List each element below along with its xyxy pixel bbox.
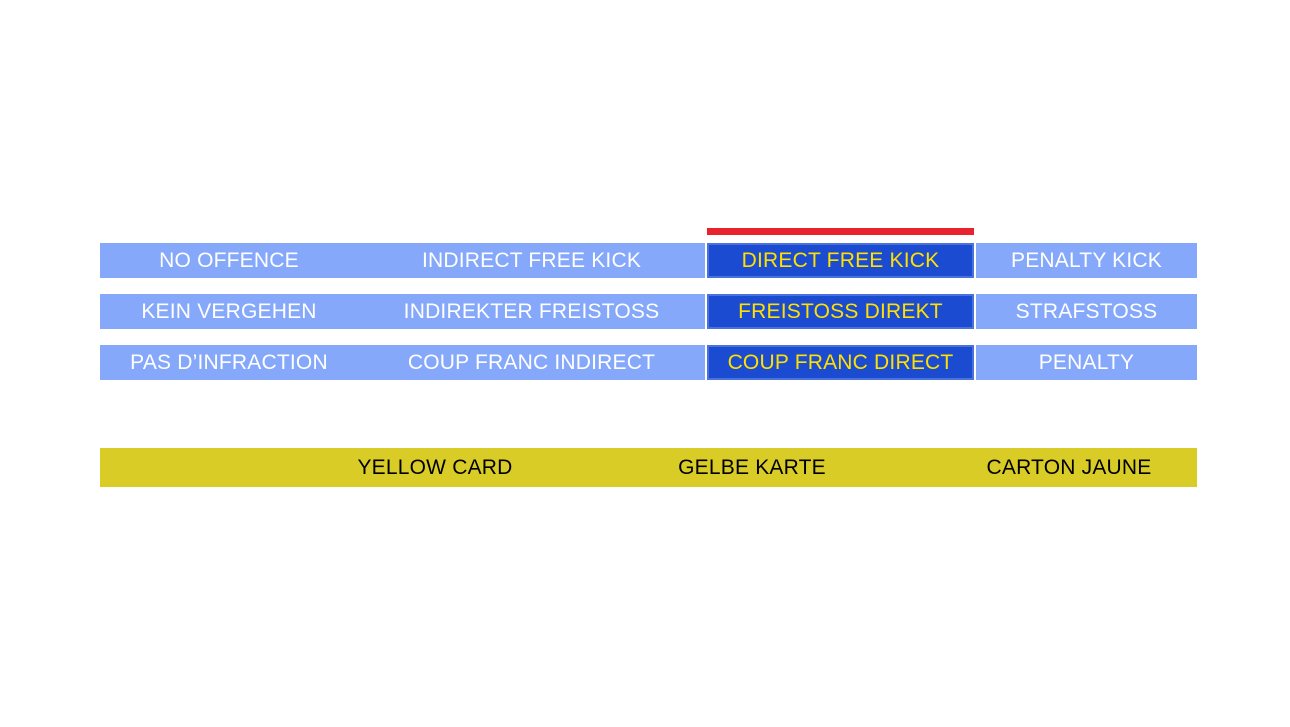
yellow-card-bar[interactable]: YELLOW CARD GELBE KARTE CARTON JAUNE (100, 448, 1197, 487)
cell-label: DIRECT FREE KICK (741, 248, 940, 272)
cell-label: PENALTY (1038, 350, 1135, 374)
row-english-default-group: NO OFFENCE INDIRECT FREE KICK (100, 243, 705, 278)
cell-german-freistoss-direkt-highlighted[interactable]: FREISTOSS DIREKT (707, 294, 974, 329)
cell-english-direct-free-kick-highlighted[interactable]: DIRECT FREE KICK (707, 243, 974, 278)
matrix-row-french: PAS D’INFRACTION COUP FRANC INDIRECT COU… (100, 345, 1197, 380)
matrix-row-german: KEIN VERGEHEN INDIREKTER FREISTOSS FREIS… (100, 294, 1197, 329)
cell-label: INDIRECT FREE KICK (421, 248, 642, 272)
yellow-card-label-french: CARTON JAUNE (940, 448, 1198, 487)
cell-label: KEIN VERGEHEN (141, 299, 317, 323)
cell-label: COUP FRANC DIRECT (727, 350, 954, 374)
cell-english-penalty-kick[interactable]: PENALTY KICK (976, 243, 1197, 278)
cell-french-coup-franc-indirect[interactable]: COUP FRANC INDIRECT (358, 345, 705, 380)
cell-german-strafstoss[interactable]: STRAFSTOSS (976, 294, 1197, 329)
card-label: GELBE KARTE (678, 455, 826, 479)
cell-label: PAS D’INFRACTION (130, 350, 328, 374)
cell-label: STRAFSTOSS (1015, 299, 1158, 323)
matrix-row-english: NO OFFENCE INDIRECT FREE KICK DIRECT FRE… (100, 243, 1197, 278)
cell-german-kein-vergehen[interactable]: KEIN VERGEHEN (100, 294, 358, 329)
highlight-accent-rail (707, 228, 974, 235)
cell-label: NO OFFENCE (159, 248, 299, 272)
cell-english-indirect-free-kick[interactable]: INDIRECT FREE KICK (358, 243, 705, 278)
row-german-default-group: KEIN VERGEHEN INDIREKTER FREISTOSS (100, 294, 705, 329)
card-label: CARTON JAUNE (986, 455, 1152, 479)
cell-label: PENALTY KICK (1010, 248, 1162, 272)
cell-french-pas-d-infraction[interactable]: PAS D’INFRACTION (100, 345, 358, 380)
cell-french-penalty[interactable]: PENALTY (976, 345, 1197, 380)
cell-label: FREISTOSS DIREKT (738, 299, 943, 323)
yellow-card-label-german: GELBE KARTE (623, 448, 881, 487)
yellow-card-label-english: YELLOW CARD (306, 448, 564, 487)
cell-english-no-offence[interactable]: NO OFFENCE (100, 243, 358, 278)
cell-french-coup-franc-direct-highlighted[interactable]: COUP FRANC DIRECT (707, 345, 974, 380)
cell-label: COUP FRANC INDIRECT (407, 350, 656, 374)
row-french-default-group: PAS D’INFRACTION COUP FRANC INDIRECT (100, 345, 705, 380)
card-label: YELLOW CARD (357, 455, 513, 479)
cell-label: INDIREKTER FREISTOSS (403, 299, 660, 323)
cell-german-indirekter-freistoss[interactable]: INDIREKTER FREISTOSS (358, 294, 705, 329)
